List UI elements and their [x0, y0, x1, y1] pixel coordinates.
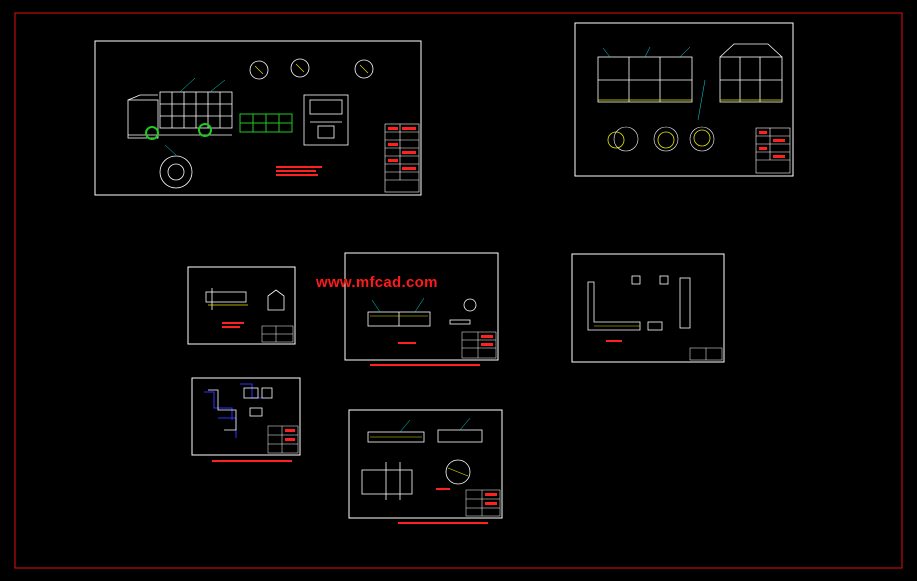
sheet-side-frame-detail[interactable]: [571, 253, 725, 363]
site-watermark: www.mfcad.com: [316, 274, 438, 291]
sheet-bracket-detail[interactable]: [187, 266, 296, 345]
sheet-latch-detail[interactable]: [348, 409, 503, 524]
sheet-rail-detail[interactable]: [344, 252, 499, 366]
sheet-cargo-box[interactable]: [574, 22, 794, 177]
sheet-truck-assembly[interactable]: [94, 40, 422, 196]
sheet-hinge-detail[interactable]: [191, 377, 301, 462]
drawing-boundary: [14, 12, 903, 569]
